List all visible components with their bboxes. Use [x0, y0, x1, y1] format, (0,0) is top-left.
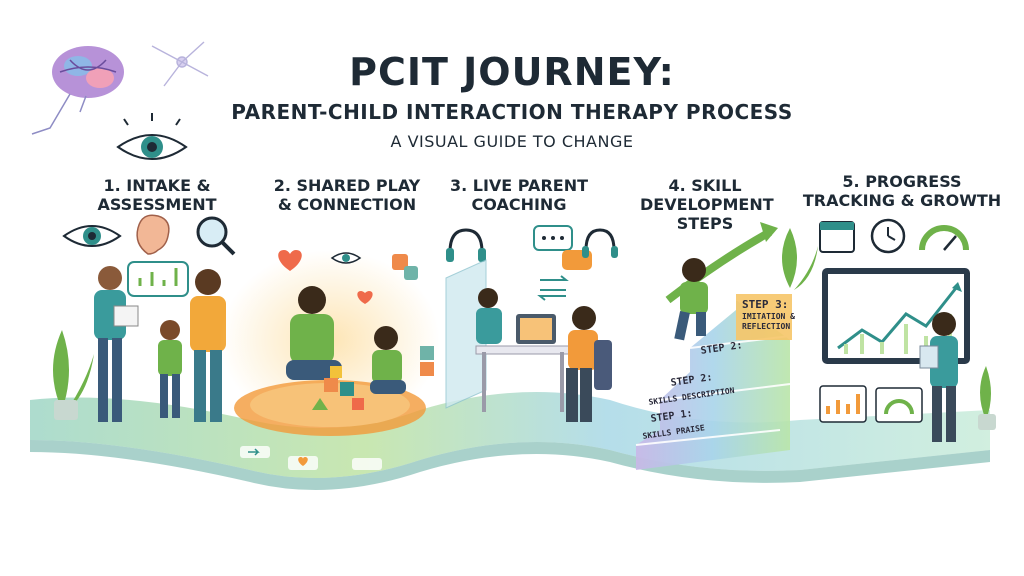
step-label-skill-development: 4. SKILL DEVELOPMENT STEPS — [640, 176, 774, 233]
coaching-desk — [475, 314, 573, 412]
headset-icon — [446, 228, 486, 262]
page-title: PCIT JOURNEY: — [349, 50, 675, 94]
parent-playing-figure — [286, 286, 342, 380]
growth-arrow — [665, 222, 778, 304]
stair-step3-title: STEP 3: — [742, 298, 789, 311]
plant-icon — [978, 366, 996, 430]
therapist-progress-figure — [919, 312, 958, 442]
heart-icon — [278, 250, 302, 271]
speech-bubble-chart-icon — [127, 261, 189, 297]
step-label-live-coaching: 3. LIVE PARENT COACHING — [449, 176, 588, 214]
child-playing-figure — [370, 326, 406, 394]
parent-coached-figure — [566, 306, 612, 422]
child-figure — [158, 320, 182, 418]
puzzle-icon — [392, 254, 418, 280]
brain-icon — [31, 46, 124, 135]
gauge-icon — [875, 387, 923, 423]
magnifier-icon — [196, 216, 236, 256]
heart-icon — [357, 291, 373, 304]
journey-path-edge — [30, 440, 990, 490]
gauge-icon — [919, 225, 969, 251]
eye-icon — [62, 225, 122, 247]
sprout-icon — [782, 228, 818, 290]
parent-figure — [190, 269, 226, 422]
therapist-figure — [94, 266, 139, 422]
step-label-shared-play: 2. SHARED PLAY & CONNECTION — [273, 176, 421, 214]
eye-icon — [116, 113, 188, 160]
ear-icon — [136, 214, 170, 255]
observation-window — [445, 259, 502, 409]
clock-icon — [870, 218, 906, 254]
page-subtitle: PARENT-CHILD INTERACTION THERAPY PROCESS — [231, 100, 793, 124]
plant-icon — [53, 330, 94, 420]
chart-icon — [819, 385, 867, 423]
journey-path — [30, 392, 990, 478]
eye-icon — [330, 252, 362, 264]
step-label-progress: 5. PROGRESS TRACKING & GROWTH — [802, 172, 1002, 210]
path-markers — [240, 446, 382, 470]
skill-staircase — [635, 294, 792, 470]
swap-arrows-icon — [537, 275, 569, 301]
page-tagline: A VISUAL GUIDE TO CHANGE — [390, 132, 634, 151]
calendar-icon — [819, 221, 855, 253]
step-label-intake: 1. INTAKE & ASSESSMENT — [97, 176, 217, 214]
toy-blocks — [312, 346, 434, 410]
neuron-icon — [151, 41, 209, 87]
climbing-child-figure — [674, 258, 708, 341]
headset-icon — [582, 228, 618, 258]
stair-step3-desc: IMITATION & REFLECTION — [742, 312, 795, 331]
